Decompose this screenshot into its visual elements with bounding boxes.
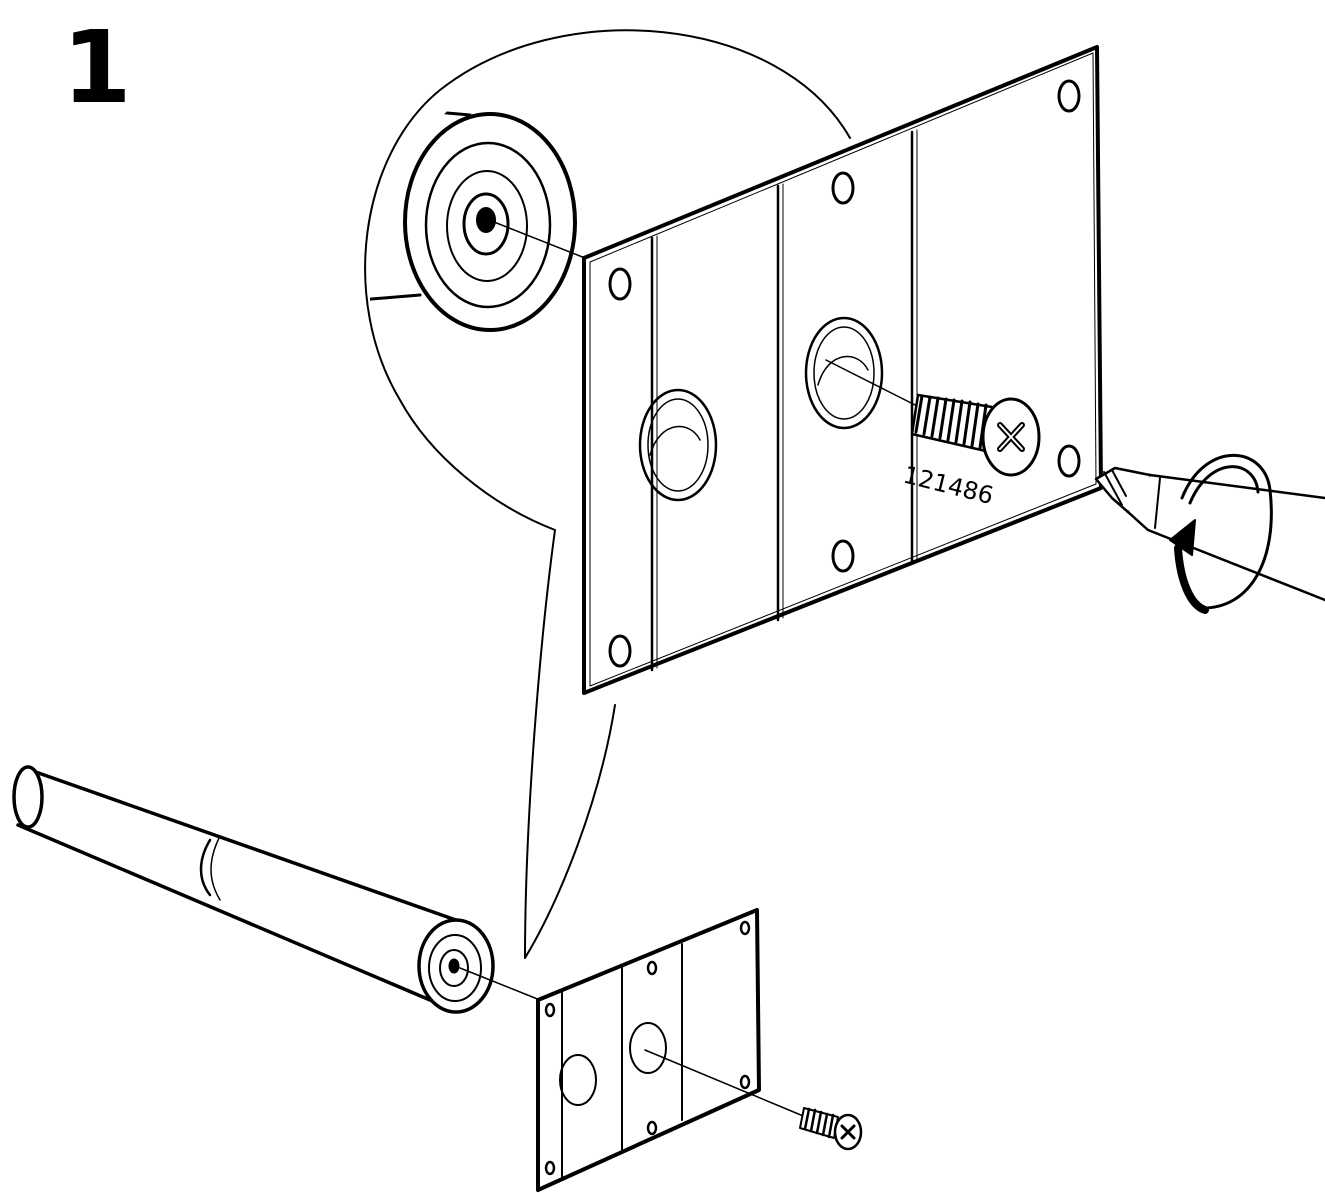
screwdriver-icon [1094, 466, 1325, 602]
plate-screw-hole [608, 79, 1081, 668]
bracket-plate-small [536, 908, 809, 1192]
plate-center-hole [638, 316, 884, 502]
rotation-arrow-icon [1169, 454, 1273, 614]
leg-end-detail [370, 98, 586, 332]
table-leg [12, 765, 541, 1014]
bracket-plate-large [582, 45, 1103, 695]
screw-icon-small [799, 1107, 863, 1151]
step-number: 1 [62, 9, 132, 126]
screw-insertion-line [825, 359, 926, 411]
zoom-callout-bubble [364, 29, 851, 959]
screw-icon [910, 393, 1041, 477]
